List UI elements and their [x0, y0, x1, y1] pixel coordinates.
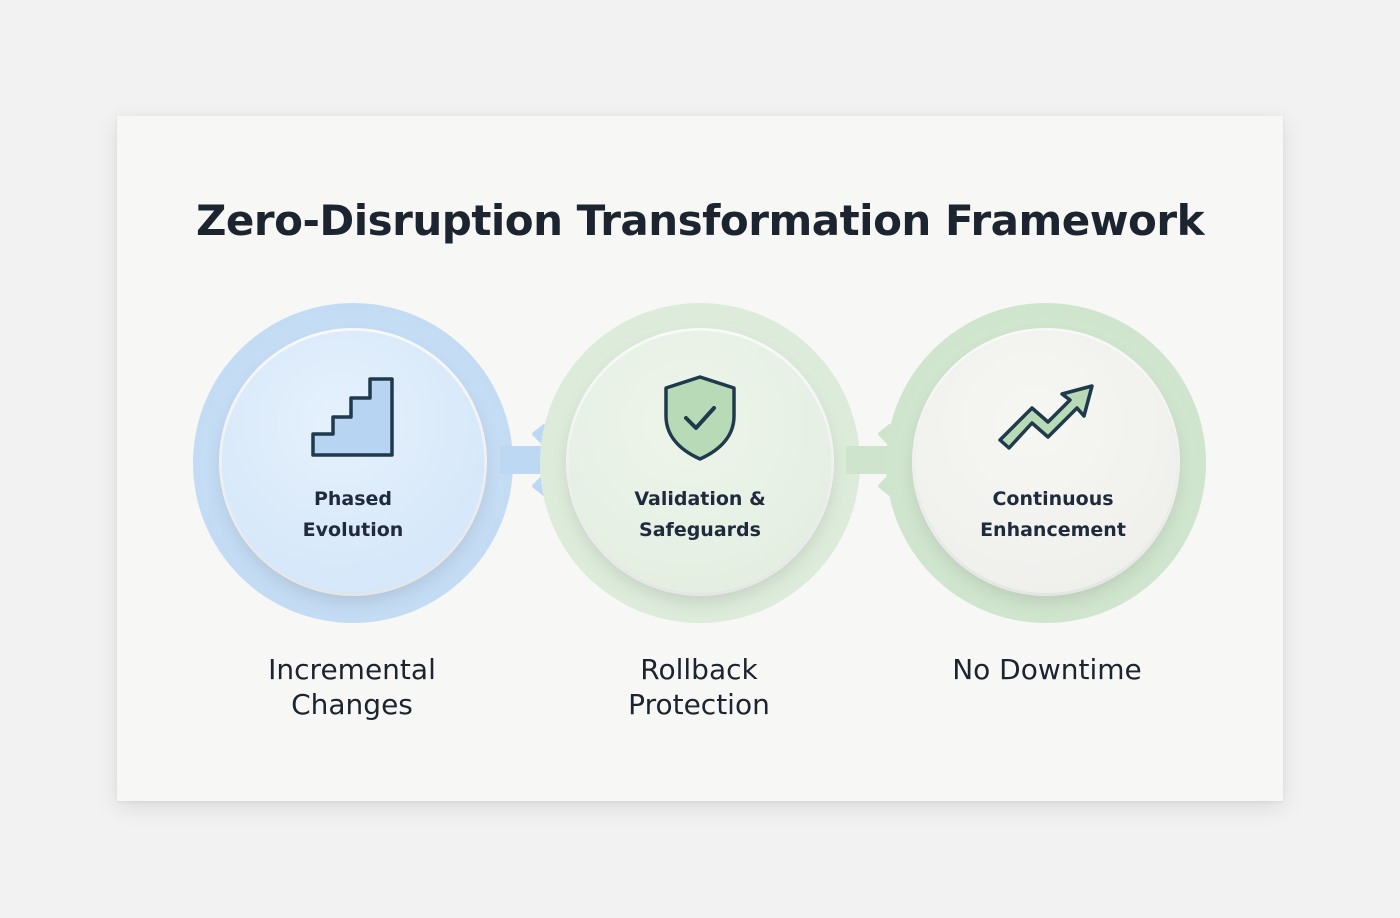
step-1-label-line-2: Evolution: [302, 519, 404, 541]
step-1-circle: [222, 331, 484, 593]
step-2-description: Rollback Protection: [549, 652, 849, 722]
step-2-label-line-2: Safeguards: [639, 519, 761, 541]
step-1-description: Incremental Changes: [202, 652, 502, 722]
step-2-description-line-2: Protection: [628, 688, 770, 721]
step-3-label: Continuous Enhancement: [943, 484, 1163, 546]
step-3-description-line-1: No Downtime: [952, 653, 1142, 686]
diagram-title: Zero-Disruption Transformation Framework: [195, 196, 1205, 245]
step-3-description: No Downtime: [897, 652, 1197, 687]
step-3-label-line-1: Continuous: [992, 488, 1114, 510]
shield-check-icon: [662, 374, 738, 462]
staircase-icon: [310, 376, 396, 458]
trending-up-arrow-icon: [996, 382, 1098, 454]
step-3-label-line-2: Enhancement: [980, 519, 1126, 541]
step-2-label-line-1: Validation &: [634, 488, 766, 510]
step-1-label: Phased Evolution: [243, 484, 463, 546]
step-2-circle: [569, 331, 831, 593]
step-3-circle: [915, 331, 1177, 593]
step-1-description-line-1: Incremental: [268, 653, 436, 686]
step-2-label: Validation & Safeguards: [590, 484, 810, 546]
step-1-label-line-1: Phased: [313, 488, 393, 510]
step-2-description-line-1: Rollback: [640, 653, 758, 686]
step-1-description-line-2: Changes: [291, 688, 413, 721]
